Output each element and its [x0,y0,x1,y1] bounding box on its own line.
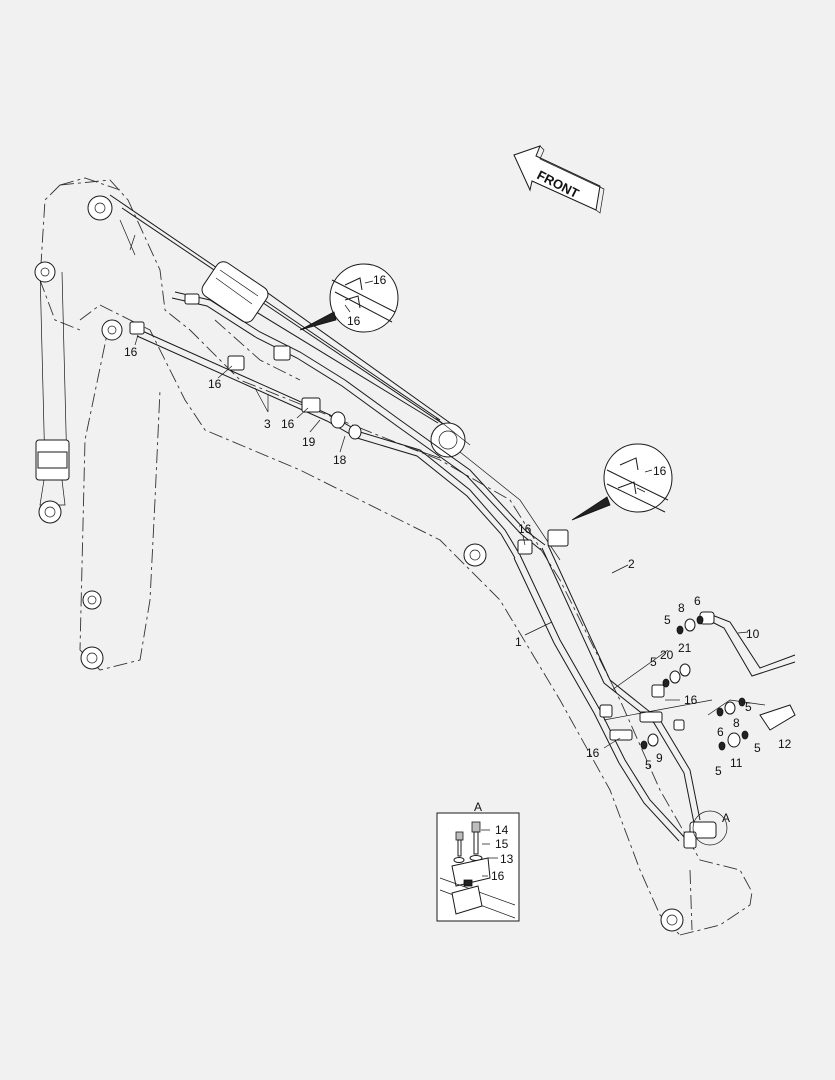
detail-a-reference: A [722,811,730,825]
detail-balloon-upper [299,263,399,333]
boom-cylinder [109,194,561,561]
callout-16: 16 [373,273,387,287]
callout-18: 18 [333,453,347,467]
callout-16: 16 [653,464,667,478]
callout-5: 5 [715,764,722,778]
callout-5: 5 [645,758,652,772]
callout-15: 15 [495,837,509,851]
callout-labels: 16 16 3 16 19 18 16 16 16 16 2 1 5 8 6 1… [124,273,792,883]
callout-2: 2 [628,557,635,571]
callout-3: 3 [264,417,271,431]
pipe-3 [136,291,546,559]
arm-cylinder [34,261,70,524]
detail-a-box: A [436,800,520,922]
callout-20: 20 [660,648,674,662]
pipe-1 [513,554,686,842]
callout-5: 5 [664,613,671,627]
callout-6: 6 [694,594,701,608]
callout-12: 12 [778,737,792,751]
callout-16: 16 [684,693,698,707]
callout-5: 5 [754,741,761,755]
small-parts [640,615,796,751]
callout-16: 16 [518,522,532,536]
callout-9: 9 [656,751,663,765]
callout-14: 14 [495,823,509,837]
callout-16: 16 [586,746,600,760]
clamps-upper [129,293,569,555]
callout-16: 16 [281,417,295,431]
callout-16: 16 [208,377,222,391]
callout-11: 11 [730,756,743,770]
callout-19: 19 [302,435,316,449]
detail-a-label: A [474,800,482,814]
callout-10: 10 [746,627,760,641]
callout-5: 5 [650,655,657,669]
callout-1: 1 [515,635,522,649]
callout-5: 5 [745,700,752,714]
callout-leaders [134,280,749,877]
pipe-10 [699,611,796,677]
callout-16: 16 [347,314,361,328]
callout-21: 21 [678,641,692,655]
front-arrow-icon: FRONT [513,145,605,214]
callout-8: 8 [733,716,740,730]
pivot-bosses [80,195,684,932]
callout-16: 16 [124,345,138,359]
callout-16: 16 [491,869,505,883]
callout-8: 8 [678,601,685,615]
fittings-lower [599,649,728,849]
detail-balloon-lower [571,443,673,521]
callout-13: 13 [500,852,514,866]
callout-6: 6 [717,725,724,739]
